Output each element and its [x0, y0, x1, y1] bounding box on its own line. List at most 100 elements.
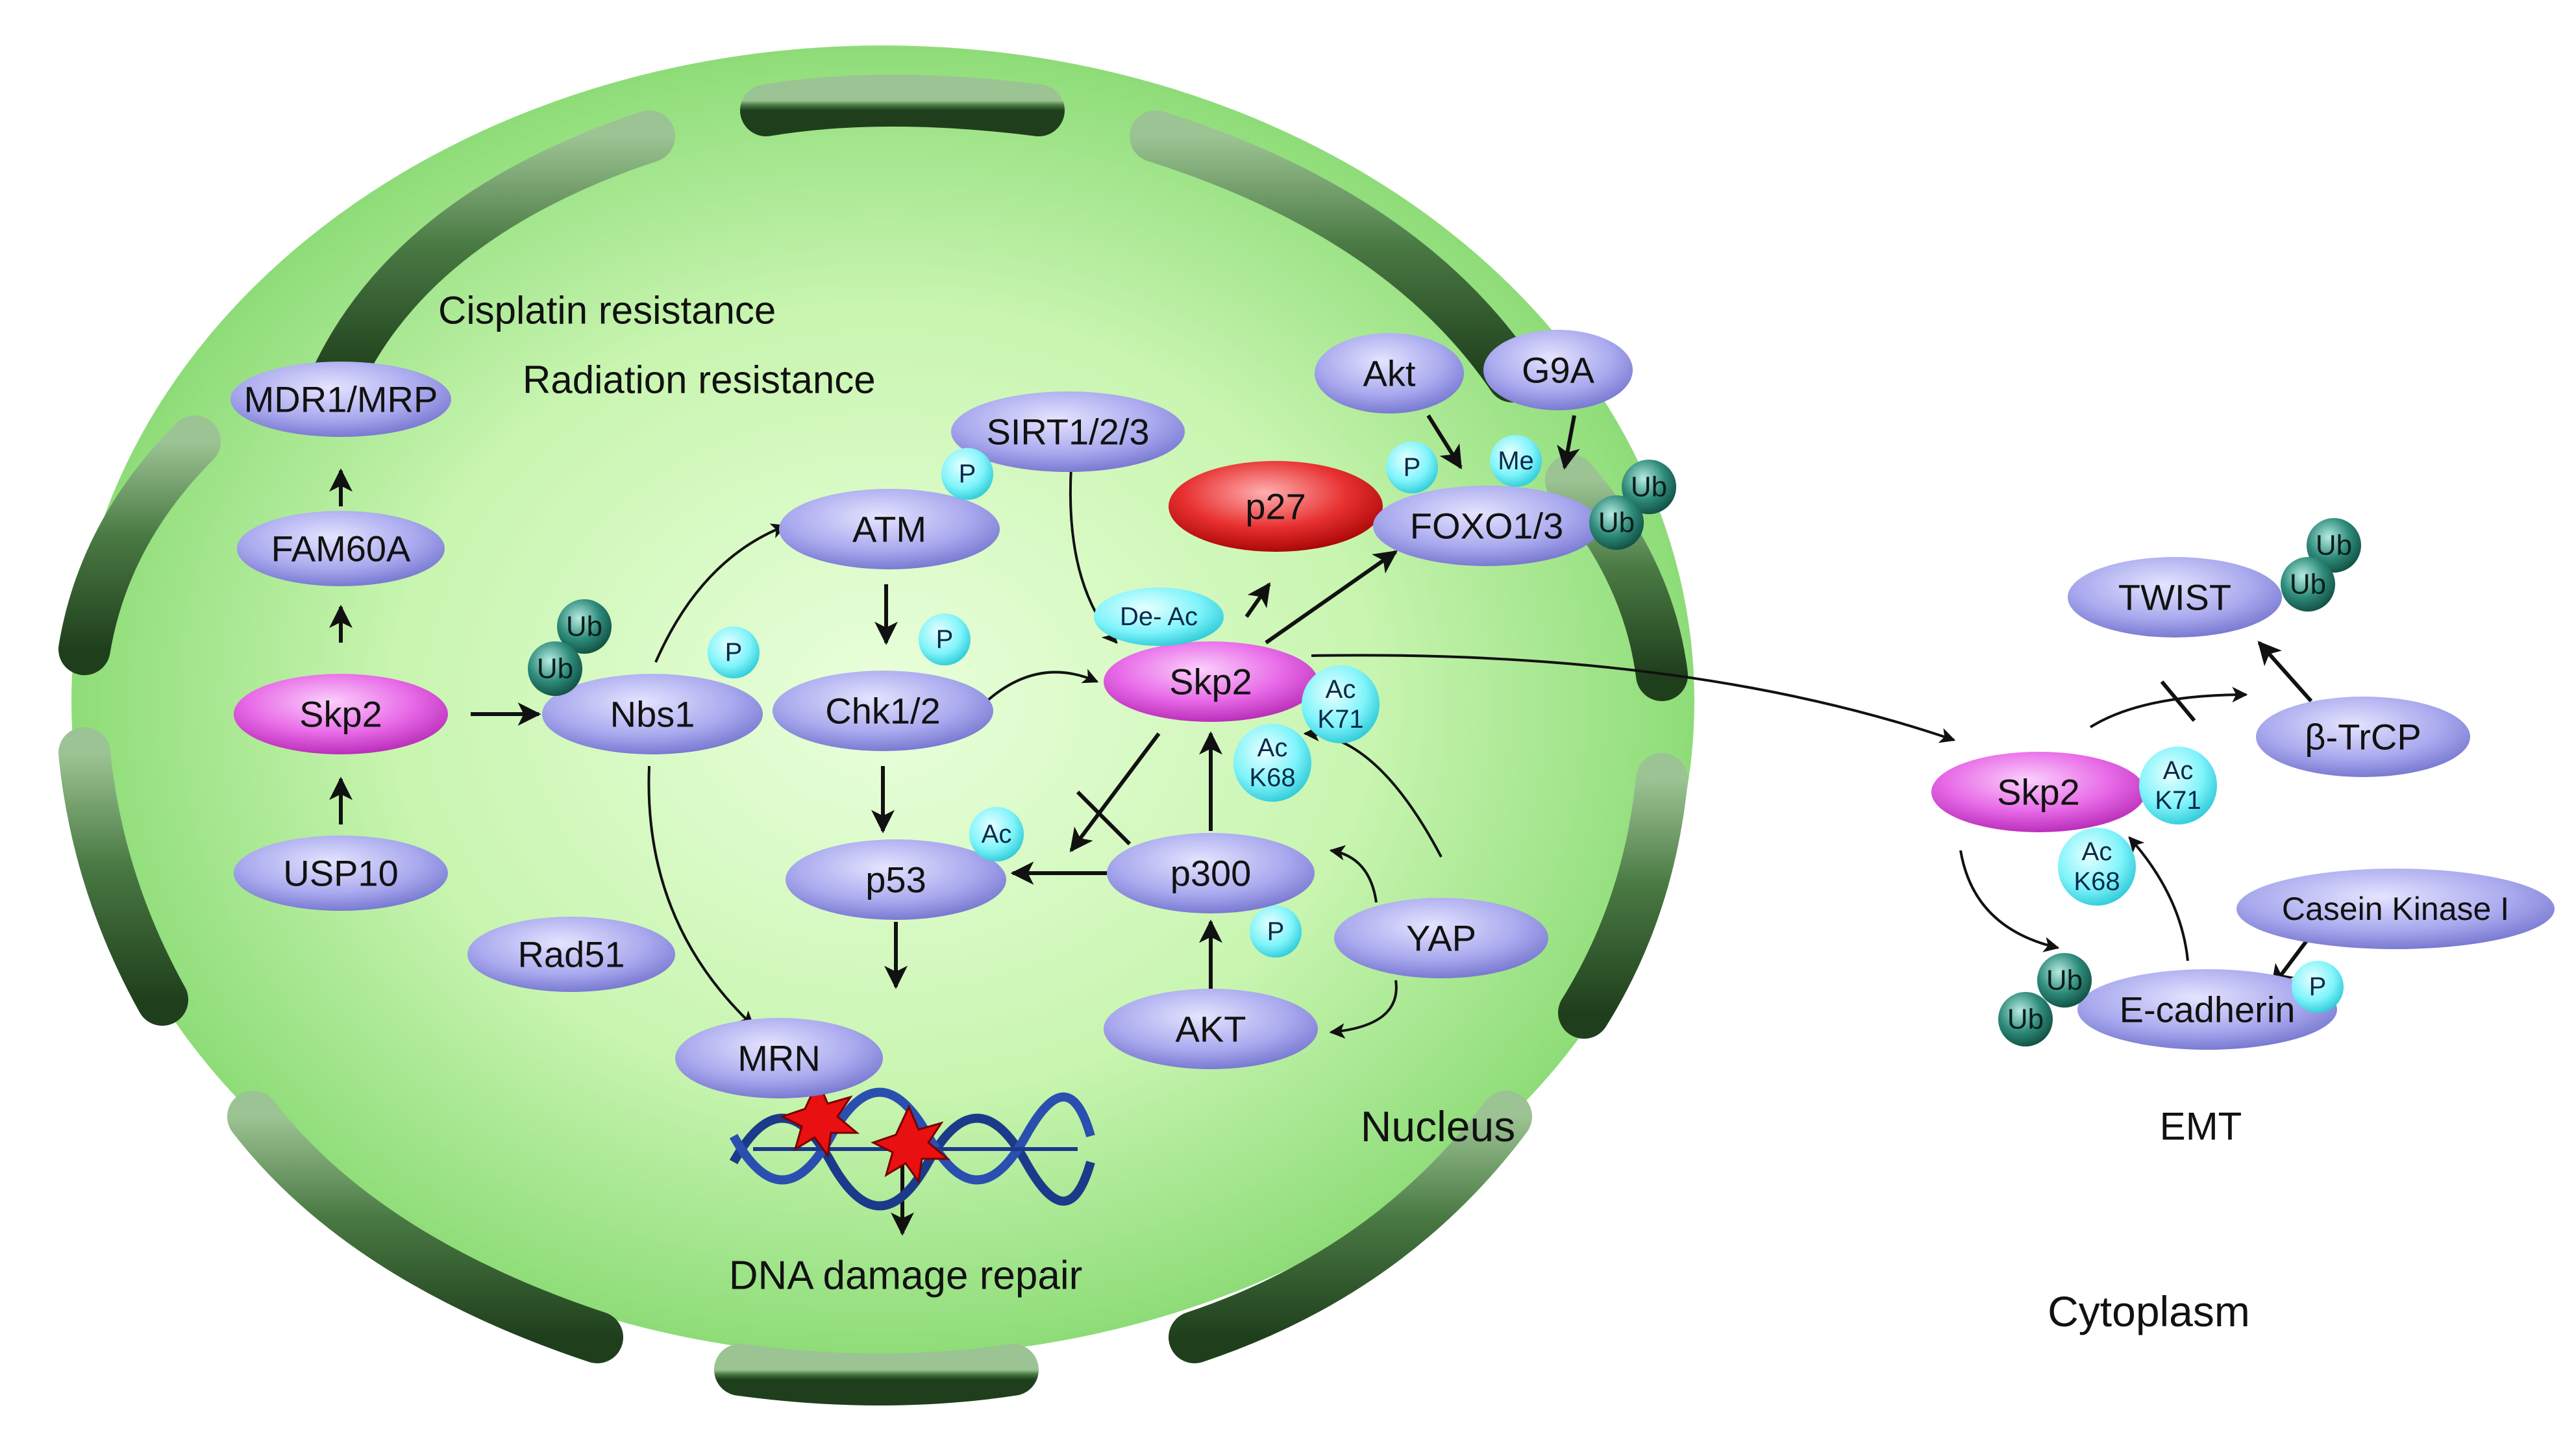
svg-text:Ac: Ac: [1326, 675, 1356, 704]
svg-text:G9A: G9A: [1522, 350, 1595, 391]
svg-text:Nbs1: Nbs1: [610, 694, 695, 735]
acetyl-k71-badge-right: Ac K71: [2139, 747, 2217, 824]
ub-badge-ecadherin-a: Ub: [2037, 953, 2092, 1008]
node-rad51: Rad51: [467, 917, 675, 992]
node-yap: YAP: [1334, 898, 1548, 978]
node-twist: TWIST: [2068, 557, 2282, 638]
node-btrcp: β-TrCP: [2256, 697, 2470, 777]
node-fam60a: FAM60A: [237, 511, 445, 586]
node-skp2-center: Skp2: [1104, 641, 1318, 722]
acetyl-k71-badge-center: Ac K71: [1302, 665, 1380, 743]
svg-text:β-TrCP: β-TrCP: [2305, 717, 2421, 758]
svg-text:Ub: Ub: [1598, 507, 1635, 539]
radiation-resistance-label: Radiation resistance: [523, 358, 876, 402]
methyl-badge-foxo: Me: [1490, 435, 1542, 487]
svg-text:P: P: [2309, 972, 2327, 1001]
svg-text:Rad51: Rad51: [517, 934, 625, 975]
ub-badge-foxo-b: Ub: [1589, 495, 1644, 550]
svg-text:K68: K68: [1249, 763, 1295, 792]
node-p300: p300: [1107, 833, 1315, 913]
node-akt-bottom: AKT: [1104, 989, 1318, 1069]
ub-badge-twist-a: Ub: [2307, 518, 2361, 573]
svg-text:p53: p53: [865, 860, 926, 900]
node-p53: p53: [786, 839, 1006, 920]
svg-text:Ub: Ub: [2290, 569, 2326, 600]
svg-text:P: P: [936, 625, 954, 654]
svg-text:ATM: ATM: [852, 509, 926, 550]
svg-text:MDR1/MRP: MDR1/MRP: [244, 379, 438, 420]
svg-text:Me: Me: [1498, 447, 1534, 475]
node-p27: p27: [1169, 461, 1383, 552]
damage-star-icon: [871, 1104, 951, 1184]
damage-star-icon: [780, 1078, 860, 1158]
svg-text:USP10: USP10: [283, 853, 398, 894]
svg-text:Ub: Ub: [566, 611, 602, 643]
deacetyl-badge-skp2: De- Ac: [1094, 588, 1224, 646]
node-chk12: Chk1/2: [773, 671, 993, 751]
phospho-badge-foxo: P: [1386, 441, 1438, 493]
node-usp10: USP10: [234, 836, 448, 911]
svg-text:AKT: AKT: [1176, 1009, 1246, 1050]
svg-text:Ub: Ub: [2316, 530, 2352, 562]
node-g9a: G9A: [1483, 330, 1633, 410]
nucleus-label: Nucleus: [1361, 1102, 1515, 1150]
svg-text:Casein Kinase I: Casein Kinase I: [2282, 891, 2509, 927]
svg-text:Ub: Ub: [2007, 1004, 2044, 1035]
svg-text:Skp2: Skp2: [1169, 662, 1252, 702]
svg-text:K71: K71: [2155, 786, 2201, 815]
phospho-badge-chk: P: [919, 613, 971, 665]
node-e-cadherin: E-cadherin: [2077, 969, 2337, 1050]
svg-text:Ac: Ac: [2082, 837, 2112, 866]
ub-badge-twist-b: Ub: [2281, 557, 2335, 612]
cisplatin-resistance-label: Cisplatin resistance: [438, 289, 776, 332]
svg-text:FAM60A: FAM60A: [271, 528, 411, 569]
svg-text:Ac: Ac: [1257, 734, 1288, 762]
svg-text:Ub: Ub: [2046, 965, 2083, 997]
node-atm: ATM: [779, 489, 1000, 569]
svg-text:E-cadherin: E-cadherin: [2120, 989, 2296, 1030]
svg-text:Ub: Ub: [1631, 471, 1667, 503]
node-casein-kinase: Casein Kinase I: [2236, 869, 2555, 949]
ub-badge-nbs1-b: Ub: [528, 641, 582, 696]
svg-text:Ub: Ub: [537, 653, 573, 685]
svg-text:TWIST: TWIST: [2118, 577, 2231, 618]
svg-text:K68: K68: [2074, 867, 2120, 896]
node-akt-top: Akt: [1315, 333, 1464, 414]
svg-text:YAP: YAP: [1406, 918, 1476, 959]
node-nbs1: Nbs1: [542, 674, 763, 754]
dna-damage-repair-label: DNA damage repair: [729, 1254, 1083, 1298]
svg-text:Ac: Ac: [2163, 756, 2194, 785]
node-sirt: SIRT1/2/3: [951, 391, 1185, 472]
acetyl-badge-p53: Ac: [969, 807, 1024, 861]
svg-text:MRN: MRN: [737, 1038, 821, 1079]
svg-text:K71: K71: [1317, 705, 1363, 734]
node-skp2-right: Skp2: [1931, 752, 2146, 832]
node-mdr1: MDR1/MRP: [230, 362, 451, 437]
ub-badge-ecadherin-b: Ub: [1998, 992, 2053, 1046]
phospho-badge-ecadherin: P: [2292, 961, 2344, 1013]
arrows: [329, 414, 2313, 1236]
acetyl-k68-badge-right: Ac K68: [2058, 828, 2136, 906]
svg-text:Skp2: Skp2: [1997, 772, 2080, 813]
svg-text:p300: p300: [1170, 853, 1252, 894]
svg-text:p27: p27: [1245, 486, 1306, 527]
emt-label: EMT: [2160, 1105, 2242, 1148]
nuclear-envelope: [58, 75, 1688, 1405]
svg-text:Chk1/2: Chk1/2: [825, 691, 940, 732]
cytoplasm-label: Cytoplasm: [2048, 1287, 2250, 1335]
svg-text:Ac: Ac: [982, 820, 1012, 848]
svg-text:P: P: [959, 460, 976, 488]
node-mrn: MRN: [675, 1018, 883, 1098]
svg-text:Akt: Akt: [1363, 353, 1416, 394]
svg-text:FOXO1/3: FOXO1/3: [1410, 506, 1564, 547]
svg-text:De- Ac: De- Ac: [1120, 602, 1198, 631]
svg-text:P: P: [725, 638, 743, 667]
node-foxo: FOXO1/3: [1373, 486, 1600, 566]
phospho-badge-nbs1: P: [708, 626, 760, 678]
phospho-badge-p300: P: [1250, 906, 1302, 958]
svg-text:P: P: [1267, 917, 1285, 946]
svg-text:P: P: [1404, 453, 1421, 482]
phospho-badge-atm: P: [941, 448, 993, 500]
ub-badge-nbs1-a: Ub: [557, 599, 612, 654]
